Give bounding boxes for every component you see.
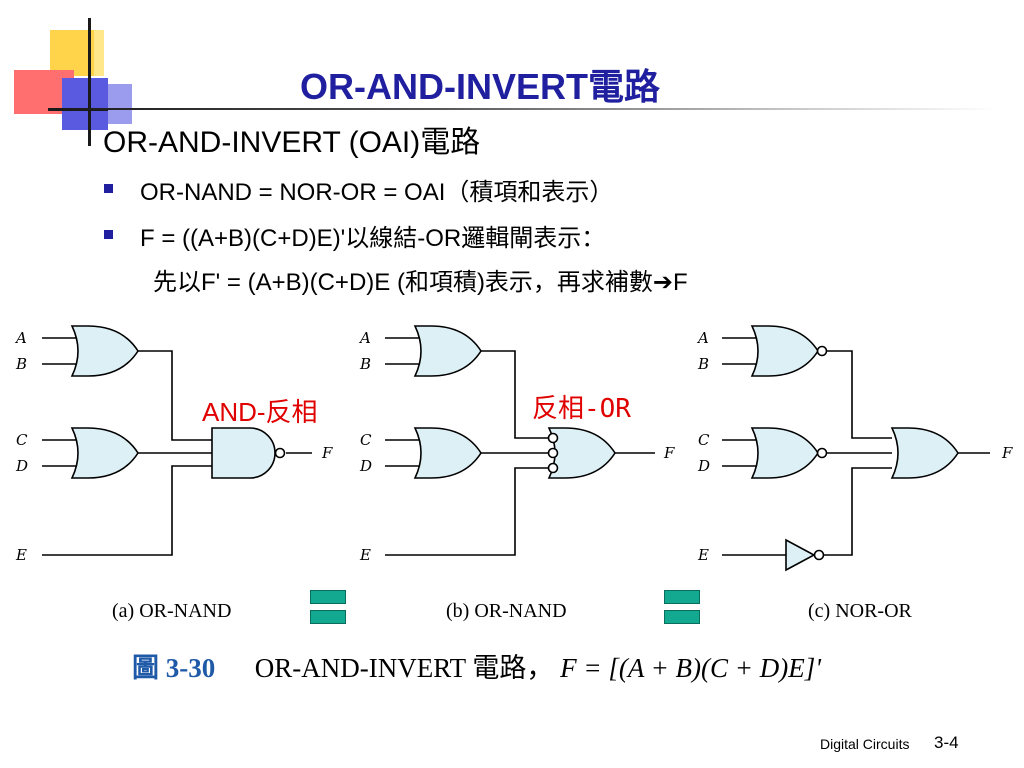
output-label-f: F: [663, 444, 675, 462]
not-gate: [785, 538, 816, 572]
figure-number: 圖 3-30: [132, 653, 216, 683]
deco-square-yellow-small: [94, 30, 104, 76]
wire: [824, 350, 892, 439]
inversion-bubble: [816, 345, 828, 357]
sub-line: 先以F' = (A+B)(C+D)E (和項積)表示，再求補數➔F: [153, 269, 688, 296]
input-label-b: B: [697, 355, 709, 373]
inversion-bubble: [274, 447, 286, 459]
inversion-bubble: [813, 549, 825, 561]
input-label-e: E: [15, 546, 27, 564]
annotation-and-invert: AND-反相: [202, 397, 318, 427]
equal-sign-top: [310, 590, 346, 604]
annotation-invert-or: 反相-OR: [532, 394, 631, 424]
input-label-d: D: [359, 457, 372, 475]
deco-square-yellow: [50, 30, 94, 76]
equal-sign-bottom: [664, 610, 700, 624]
figure-caption: 圖 3-30 OR-AND-INVERT 電路， F = [(A + B)(C …: [132, 646, 821, 685]
oai-circuit-diagram: A B C D E F A B C D E F A B C D E F: [14, 325, 1013, 572]
wire: [42, 465, 212, 556]
wire: [481, 350, 549, 439]
input-label-e: E: [697, 546, 709, 564]
slide-heading: OR-AND-INVERT (OAI)電路: [103, 126, 481, 159]
nor-gate: [750, 325, 819, 377]
or-gate: [890, 427, 959, 479]
deco-square-blue: [62, 78, 108, 130]
input-label-d: D: [15, 457, 28, 475]
bullet-text: OR-NAND = NOR-OR = OAI（積項和表示）: [140, 179, 614, 206]
inversion-bubble: [816, 447, 828, 459]
or-gate-inverted-inputs: [547, 427, 616, 479]
input-label-c: C: [16, 431, 28, 449]
title-vertical-rule: [88, 18, 91, 146]
input-label-d: D: [697, 457, 710, 475]
input-label-a: A: [14, 329, 27, 347]
caption-c: (c) NOR-OR: [808, 600, 912, 622]
or-gate: [70, 325, 139, 377]
input-label-e: E: [359, 546, 371, 564]
caption-a: (a) OR-NAND: [112, 600, 232, 622]
input-label-b: B: [15, 355, 27, 373]
input-label-c: C: [698, 431, 710, 449]
inversion-bubble: [547, 432, 559, 444]
figure-formula: F = [(A + B)(C + D)E]': [560, 653, 822, 683]
input-label-c: C: [360, 431, 372, 449]
output-label-f: F: [1001, 444, 1013, 462]
inversion-bubble: [547, 447, 559, 459]
wire: [138, 350, 212, 441]
bullet-marker: [104, 230, 113, 239]
figure-title: OR-AND-INVERT 電路，: [254, 653, 554, 683]
equal-sign-bottom: [310, 610, 346, 624]
or-gate: [70, 427, 139, 479]
equal-sign-top: [664, 590, 700, 604]
wire: [385, 467, 549, 556]
or-gate: [413, 427, 482, 479]
inversion-bubble: [547, 462, 559, 474]
input-label-b: B: [359, 355, 371, 373]
input-label-a: A: [358, 329, 371, 347]
or-gate: [413, 325, 482, 377]
nand-gate: [211, 427, 276, 479]
footer-text: Digital Circuits: [820, 736, 910, 752]
title-underline: [58, 108, 998, 110]
input-label-a: A: [696, 329, 709, 347]
wire: [824, 467, 892, 556]
bullet-text: F = ((A+B)(C+D)E)'以線結-OR邏輯閘表示：: [140, 225, 606, 252]
page-number: 3-4: [934, 733, 959, 752]
output-label-f: F: [321, 444, 333, 462]
caption-b: (b) OR-NAND: [446, 600, 567, 622]
nor-gate: [750, 427, 819, 479]
slide-title: OR-AND-INVERT電路: [300, 66, 660, 107]
deco-square-blue-light: [108, 84, 132, 124]
bullet-marker: [104, 184, 113, 193]
